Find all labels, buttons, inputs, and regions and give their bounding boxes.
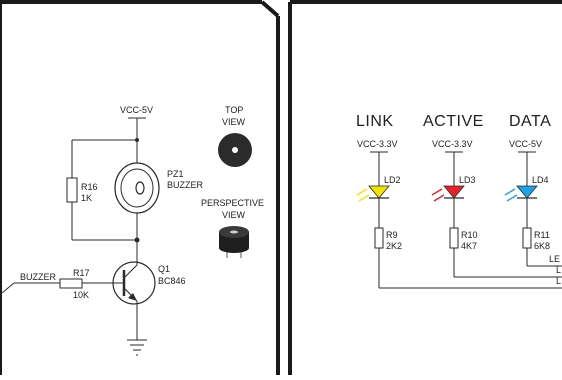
resistor-r9 (374, 227, 384, 249)
perspective-label-1: PERSPECTIVE (201, 198, 264, 208)
res-ref-r9: R9 (386, 230, 398, 240)
junction-dot (134, 237, 140, 243)
buzzer-ref: PZ1 (167, 169, 184, 179)
r17-value: 10K (73, 290, 89, 300)
res-value-r10: 4K7 (461, 241, 477, 251)
led-supply-active: VCC-3.3V (432, 139, 473, 149)
led-ld2-symbol (368, 185, 390, 199)
buzzer-supply-label: VCC-5V (120, 105, 153, 115)
led-ld4-rays (504, 188, 518, 202)
top-view-label-1: TOP (225, 105, 243, 115)
res-value-r11: 6K8 (534, 241, 550, 251)
led-ld4-symbol (516, 185, 538, 199)
led-ref-ld4: LD4 (532, 175, 549, 185)
led-title-link: LINK (356, 113, 394, 130)
r16-ref: R16 (81, 182, 98, 192)
r17-ref: R17 (73, 268, 90, 278)
led-title-active: ACTIVE (423, 113, 484, 130)
net-label-l2: L (556, 276, 561, 286)
net-label-buzzer: BUZZER (20, 272, 57, 282)
perspective-label-2: VIEW (222, 210, 246, 220)
r16-value: 1K (81, 193, 92, 203)
net-label-le: LE (549, 254, 560, 264)
ground-symbol (127, 339, 147, 356)
led-supply-data: VCC-5V (509, 139, 542, 149)
buzzer-symbol (114, 162, 160, 214)
resistor-r16 (66, 177, 78, 203)
resistor-r10 (449, 227, 459, 249)
buzzer-core (135, 181, 145, 195)
led-circuit: LINK VCC-3.3V LD2 R9 2K2 ACTIVE VCC-3.3V… (356, 113, 562, 289)
led-ref-ld2: LD2 (384, 175, 401, 185)
led-ld3-symbol (443, 185, 465, 199)
led-ld3-rays (431, 188, 445, 202)
q1-part: BC846 (158, 276, 186, 286)
led-supply-link: VCC-3.3V (357, 139, 398, 149)
transistor-emitter-arrow (128, 293, 137, 301)
led-title-data: DATA (509, 113, 551, 130)
q1-ref: Q1 (158, 264, 170, 274)
resistor-r17 (59, 278, 83, 289)
res-ref-r11: R11 (534, 230, 550, 240)
junction-dot (135, 138, 139, 142)
buzzer-top-view-image (218, 133, 252, 167)
buzzer-perspective-image (219, 226, 249, 258)
net-label-l1: L (556, 265, 561, 275)
res-value-r9: 2K2 (386, 241, 402, 251)
led-ld2-rays (356, 188, 370, 202)
led-ref-ld3: LD3 (459, 175, 476, 185)
resistor-r11 (522, 227, 532, 249)
buzzer-name: BUZZER (167, 180, 204, 190)
buzzer-inner-ring (120, 168, 154, 208)
res-ref-r10: R10 (461, 230, 478, 240)
buzzer-panel-frame (0, 0, 280, 375)
buzzer-circuit: VCC-5V R16 1K PZ1 BUZZER Q1 BC846 (1, 105, 264, 356)
led-panel-frame (288, 0, 562, 375)
top-view-label-2: VIEW (222, 117, 246, 127)
